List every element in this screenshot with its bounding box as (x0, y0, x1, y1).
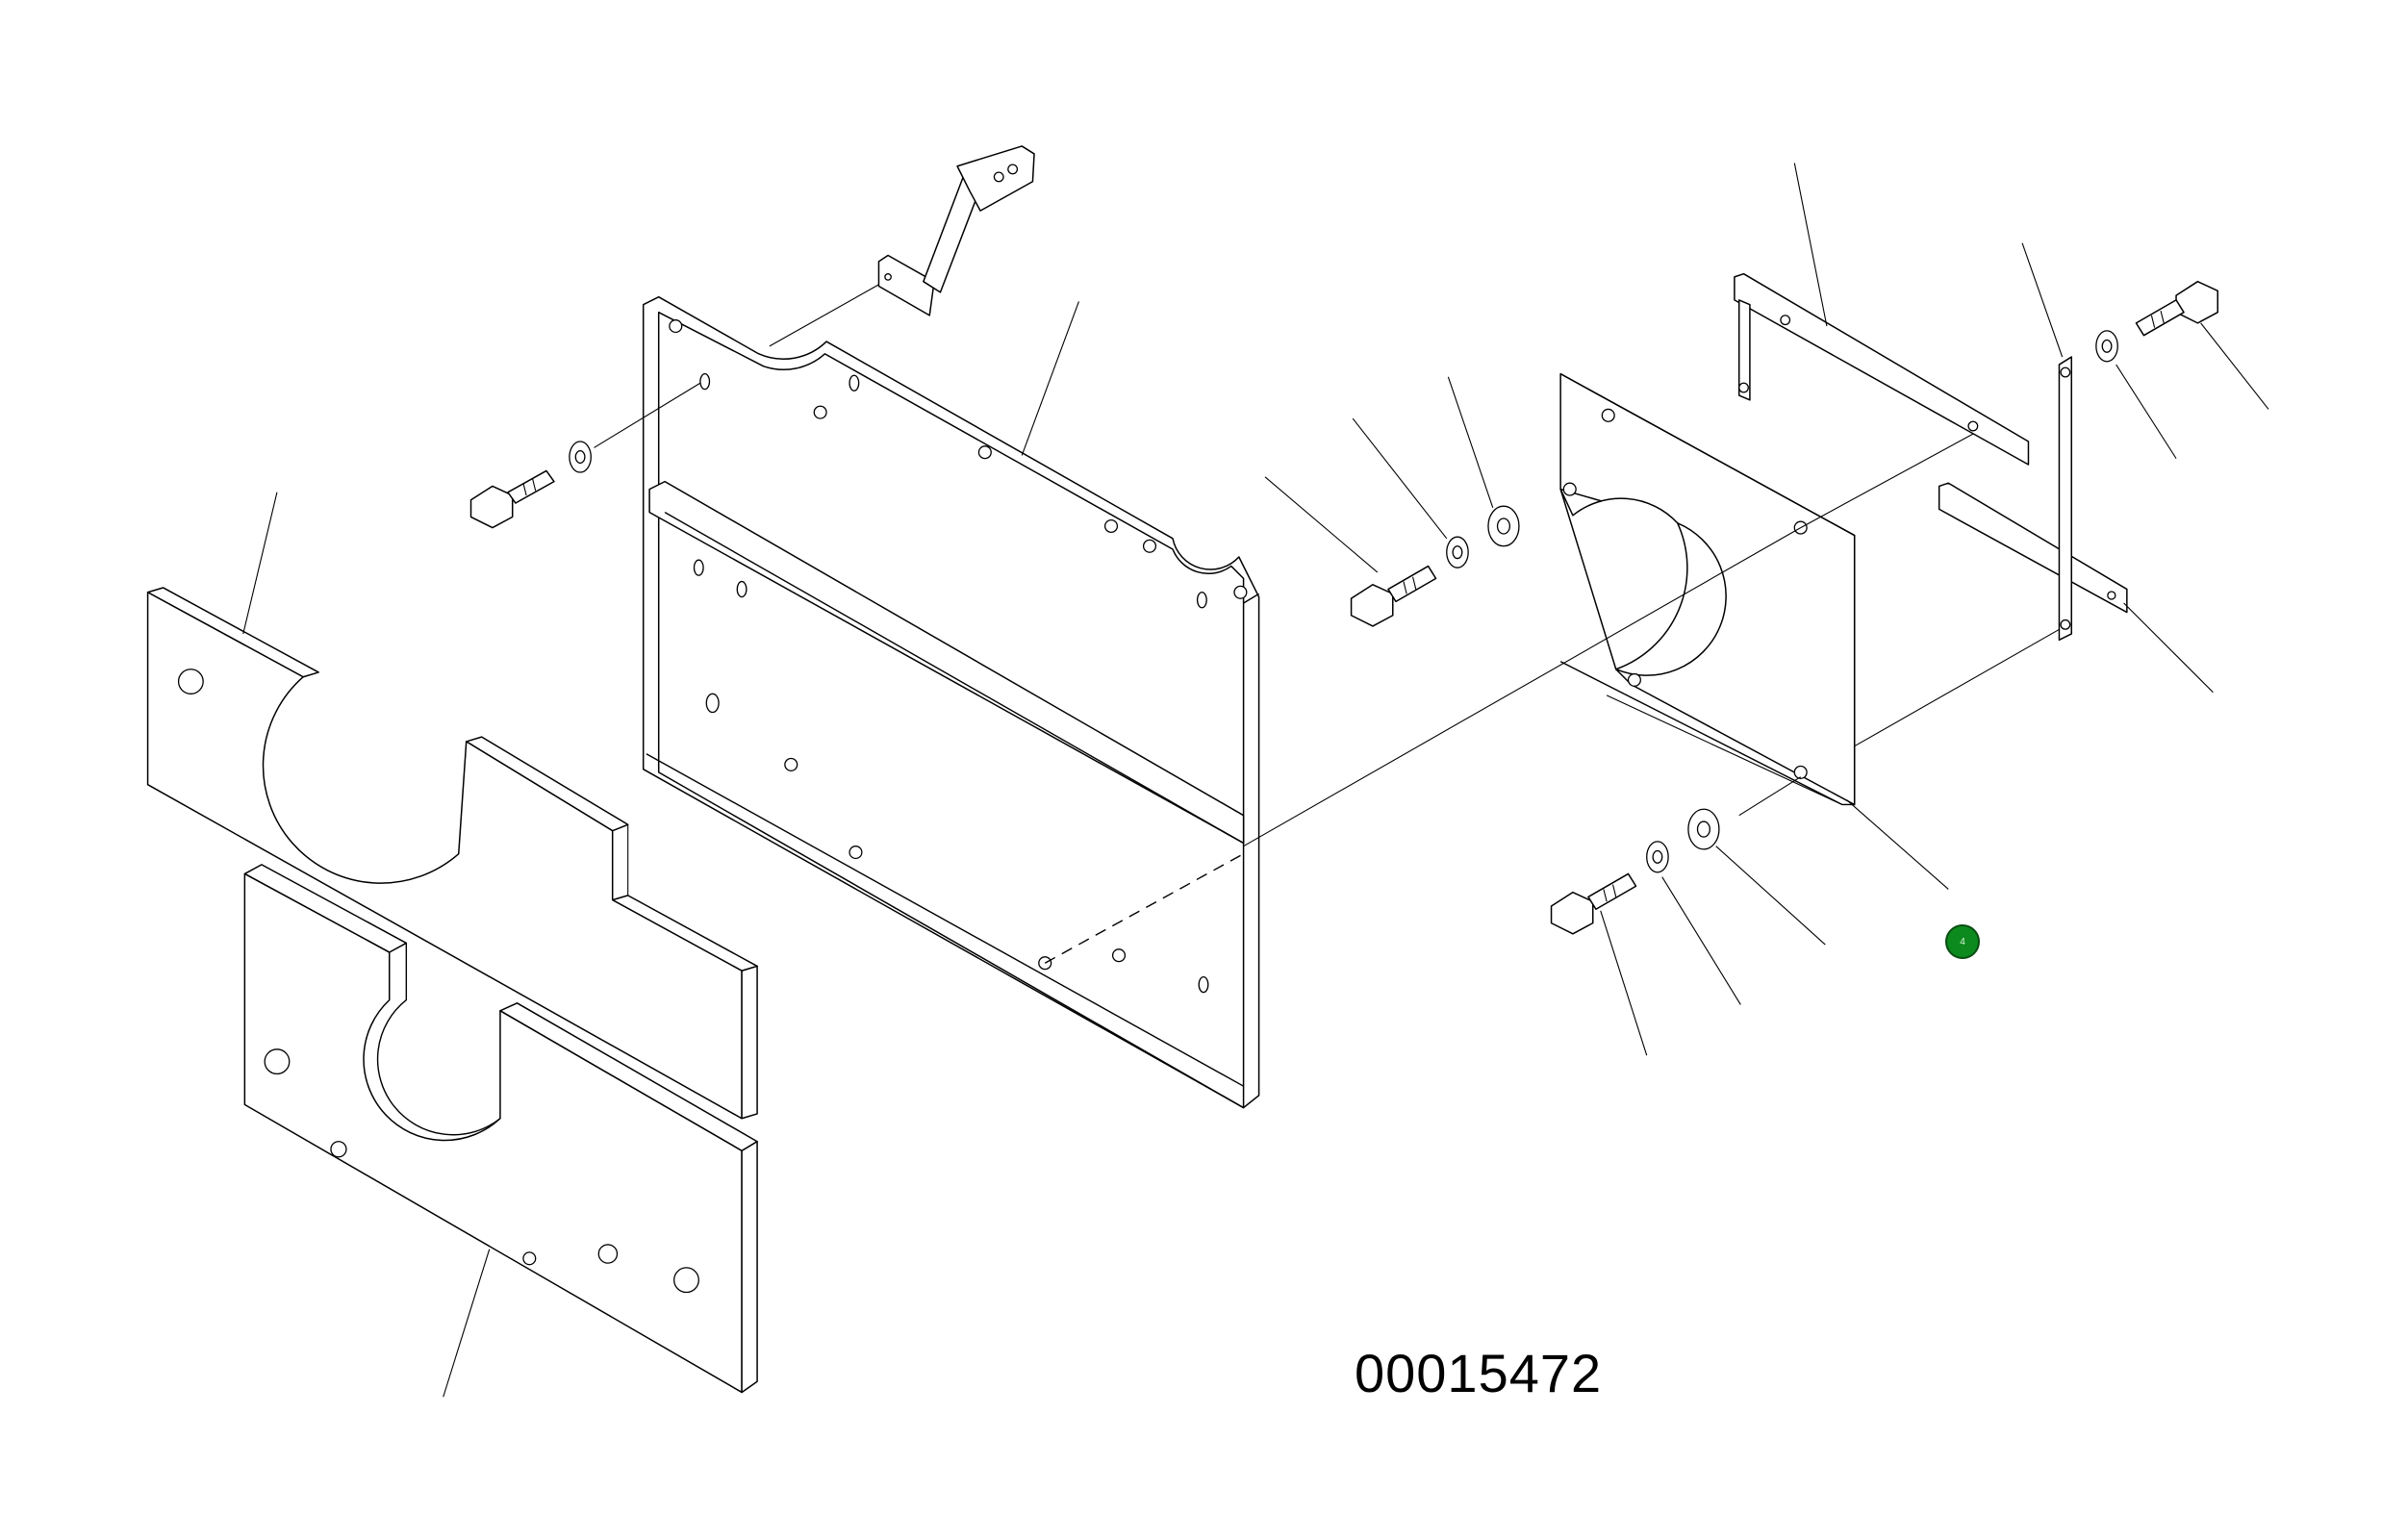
drawing-number: 00015472 (1355, 1343, 1603, 1403)
hex-nut (670, 320, 1247, 970)
front-spacer-block (148, 588, 757, 1119)
block-hole (523, 1252, 536, 1265)
block-hole (179, 669, 204, 694)
leader-line (243, 492, 277, 634)
block-hole (598, 1245, 617, 1263)
leader-line (1022, 301, 1078, 455)
clamp-bar-upper (1735, 274, 2029, 465)
lower-bolt-washers (1552, 809, 1719, 934)
vertical-strap (2059, 357, 2071, 640)
leader-lines (1265, 164, 2268, 1056)
rear-spacer-block (244, 865, 757, 1393)
plate-hole (694, 374, 1207, 993)
main-mounting-plate (644, 297, 1259, 1108)
upper-right-bolt-washer (2096, 282, 2217, 362)
block-hole (331, 1142, 346, 1157)
support-bracket-arm (770, 146, 1034, 346)
callout-marker[interactable]: 4 (1945, 924, 1980, 959)
block-hole (265, 1049, 290, 1074)
left-bolt-washer (471, 383, 700, 527)
center-bolt-washers (1352, 506, 1519, 626)
clamp-bar-lower (1939, 483, 2127, 612)
leader-line (443, 1250, 490, 1398)
block-hole (674, 1268, 699, 1293)
shield-plate (1244, 374, 2063, 846)
